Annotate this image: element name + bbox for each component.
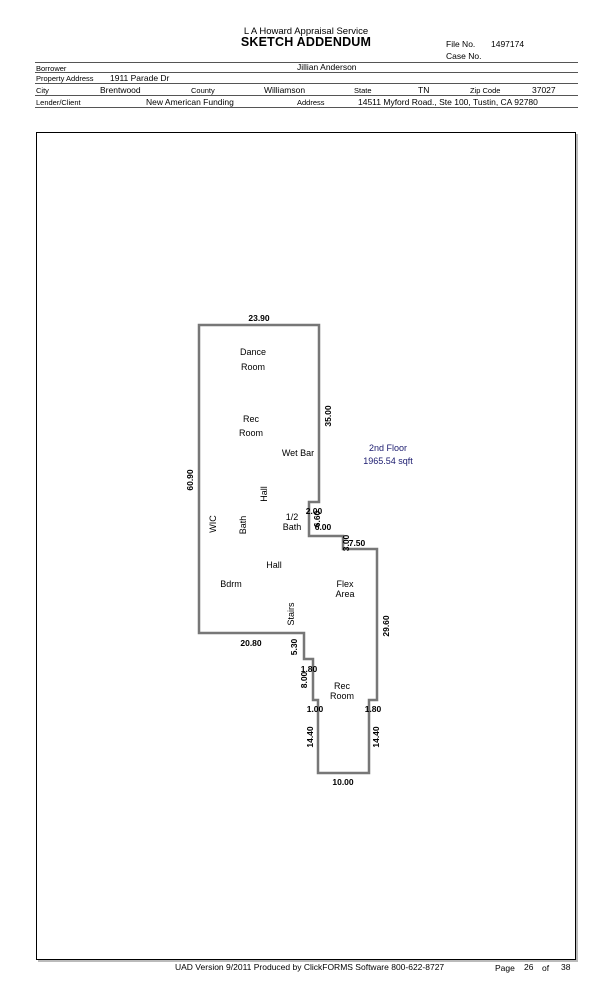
file-no-value: 1497174 (491, 39, 525, 49)
case-no-label: Case No. (446, 51, 482, 61)
dimension-label: 5.30 (289, 638, 299, 655)
room-label: Room (330, 691, 354, 701)
room-label: Hall (266, 560, 282, 570)
dimension-label: 20.80 (240, 638, 262, 648)
dimension-label: 29.60 (381, 615, 391, 637)
room-label: Bdrm (220, 579, 242, 589)
room-label: Room (241, 362, 265, 372)
zip-value: 37027 (532, 85, 556, 95)
county-label: County (191, 86, 215, 95)
city-value: Brentwood (100, 85, 141, 95)
dimension-label: 2.00 (306, 506, 323, 516)
lender-label: Lender/Client (36, 98, 81, 107)
lender-value: New American Funding (146, 97, 234, 107)
dimension-label: 7.50 (349, 538, 366, 548)
room-label: Hall (259, 486, 269, 502)
room-label: Room (239, 428, 263, 438)
page-total: 38 (561, 962, 571, 972)
dimension-label: 14.40 (305, 726, 315, 748)
dimension-label: 10.00 (332, 777, 354, 787)
dimension-label: 60.90 (185, 469, 195, 491)
dimension-label: 8.00 (299, 671, 309, 688)
address-label: Address (297, 98, 325, 107)
file-no-label: File No. (446, 39, 476, 49)
page-title: SKETCH ADDENDUM (240, 35, 372, 49)
page-number: 26 (524, 962, 534, 972)
floor-area: 1965.54 sqft (363, 456, 413, 466)
dimension-label: 1.80 (301, 664, 318, 674)
property-address-value: 1911 Parade Dr (110, 73, 170, 83)
page-label: Page (495, 963, 515, 973)
address-value: 14511 Myford Road., Ste 100, Tustin, CA … (358, 97, 538, 107)
divider (35, 83, 578, 84)
dimension-label: 14.40 (371, 726, 381, 748)
dimension-label: 23.90 (248, 313, 270, 323)
dimension-label: 3.00 (341, 534, 351, 551)
dimension-label: 6.60 (312, 510, 322, 527)
footer-version: UAD Version 9/2011 Produced by ClickFORM… (175, 962, 445, 972)
zip-label: Zip Code (470, 86, 501, 95)
room-label: Flex (336, 579, 354, 589)
room-label: 1/2 (286, 512, 299, 522)
borrower-label: Borrower (36, 64, 67, 73)
room-label: Rec (243, 414, 260, 424)
county-value: Williamson (264, 85, 306, 95)
state-label: State (354, 86, 372, 95)
room-label: Stairs (286, 602, 296, 626)
city-label: City (36, 86, 49, 95)
company-name: L A Howard Appraisal Service (243, 26, 369, 37)
room-label: Bath (283, 522, 302, 532)
room-label: Bath (238, 516, 248, 535)
floor-plan-outline (197, 323, 379, 775)
divider (35, 72, 578, 73)
room-label: WIC (208, 515, 218, 533)
room-label: Wet Bar (282, 448, 314, 458)
dimension-label: 35.00 (323, 405, 333, 427)
sketch-frame (36, 132, 576, 960)
floor-name: 2nd Floor (369, 443, 407, 453)
dimension-label: 1.00 (307, 704, 324, 714)
dimension-label: 1.80 (365, 704, 382, 714)
divider (35, 62, 578, 63)
property-address-label: Property Address (36, 74, 94, 83)
borrower-value: Jillian Anderson (297, 62, 357, 72)
dimension-label: 6.00 (315, 522, 332, 532)
room-label: Area (335, 589, 354, 599)
room-label: Dance (240, 347, 266, 357)
room-label: Rec (334, 681, 351, 691)
divider (35, 107, 578, 108)
divider (35, 95, 578, 96)
of-label: of (542, 963, 550, 973)
state-value: TN (418, 85, 430, 95)
